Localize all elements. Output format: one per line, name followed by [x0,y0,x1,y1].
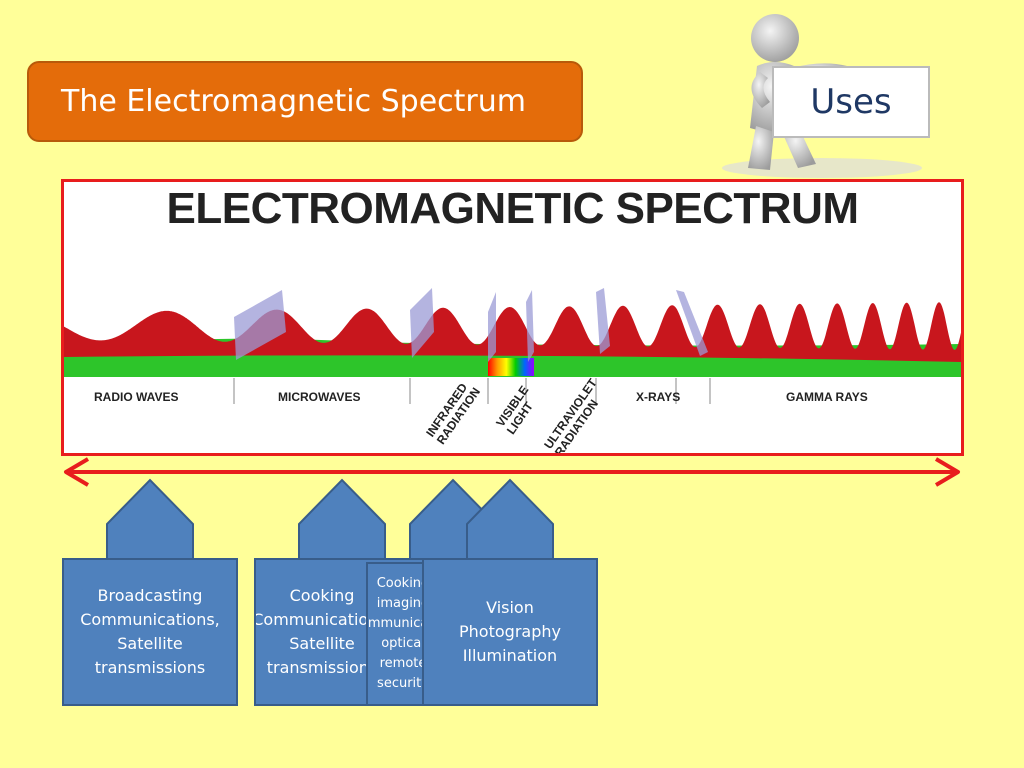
band-label-microwaves: MICROWAVES [278,390,361,404]
use-line: Cooking [289,586,355,605]
use-line: remote [379,656,427,671]
band-label-xrays: X-RAYS [636,390,681,404]
band-separators [234,288,708,362]
use-line: Photography [459,622,561,641]
use-line: Vision [486,598,534,617]
use-line: Illumination [462,646,558,665]
use-line: Communications, [80,610,220,629]
slide-title: The Electromagnetic Spectrum [27,61,583,142]
up-arrow-icon [106,478,194,561]
use-box-radio: Broadcasting Communications, Satellite t… [62,558,238,706]
use-line: Broadcasting [97,586,203,605]
use-line: security [377,676,429,691]
use-box-visible: Vision Photography Illumination [422,558,598,706]
use-line: transmissions [266,658,378,677]
visible-light-strip [488,358,534,376]
use-line: transmissions [94,658,206,677]
spectrum-heading: ELECTROMAGNETIC SPECTRUM [166,184,860,233]
use-line: Communications, [254,610,392,629]
use-line: optical [381,636,425,651]
band-divider-lines [233,378,711,404]
slide-title-text: The Electromagnetic Spectrum [61,84,526,119]
up-arrow-icon [466,478,554,561]
use-line: Satellite [289,634,355,653]
red-wave [64,302,961,362]
spectrum-diagram: ELECTROMAGNETIC SPECTRUM [61,179,964,456]
use-line: Cooking [376,576,430,591]
band-label-gamma: GAMMA RAYS [786,390,868,404]
use-line: Satellite [117,634,183,653]
spectrum-wave-art [64,288,961,404]
uses-sign-label: Uses [810,82,892,122]
band-label-radio: RADIO WAVES [94,390,179,404]
use-line: imaging [376,596,430,611]
up-arrow-icon [298,478,386,561]
up-arrows [106,478,554,565]
spectrum-range-arrow-icon [64,457,960,487]
uses-sign: Uses [772,66,930,138]
